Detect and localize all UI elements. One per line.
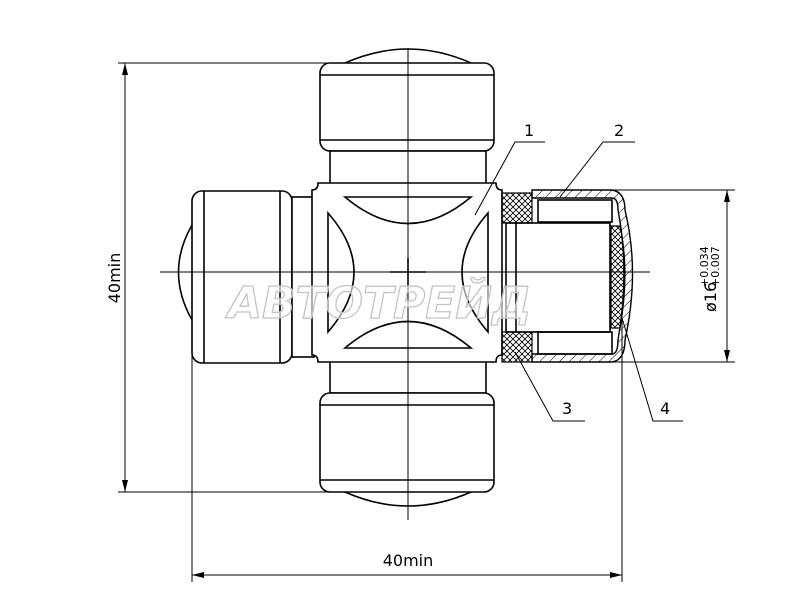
svg-text:2: 2 (614, 121, 624, 140)
center-lines (160, 48, 650, 520)
tolerance-lower: +0.007 (709, 246, 722, 287)
width-dimension-label: 40min (383, 551, 434, 570)
callout-4: 4 (621, 317, 683, 422)
watermark: АВТОТРЕЙД (225, 276, 531, 329)
callout-2: 2 (559, 121, 635, 198)
left-bearing-cap (177, 190, 315, 364)
bottom-bearing-cap (319, 360, 495, 507)
svg-text:4: 4 (660, 399, 670, 418)
svg-text:3: 3 (562, 399, 572, 418)
top-bearing-cap (319, 48, 495, 186)
tolerance-upper: +0.034 (698, 246, 711, 287)
callout-3: 3 (514, 351, 585, 422)
right-bearing-cup-section (501, 189, 634, 363)
diameter-label: ø16 (701, 282, 720, 312)
svg-text:1: 1 (524, 121, 534, 140)
height-dimension-label: 40min (105, 253, 124, 304)
callout-1: 1 (474, 121, 545, 216)
dimension-width: 40min (192, 551, 622, 578)
dimension-height: 40min (105, 63, 128, 492)
dimension-diameter: ø16 +0.034 +0.007 (698, 190, 730, 362)
